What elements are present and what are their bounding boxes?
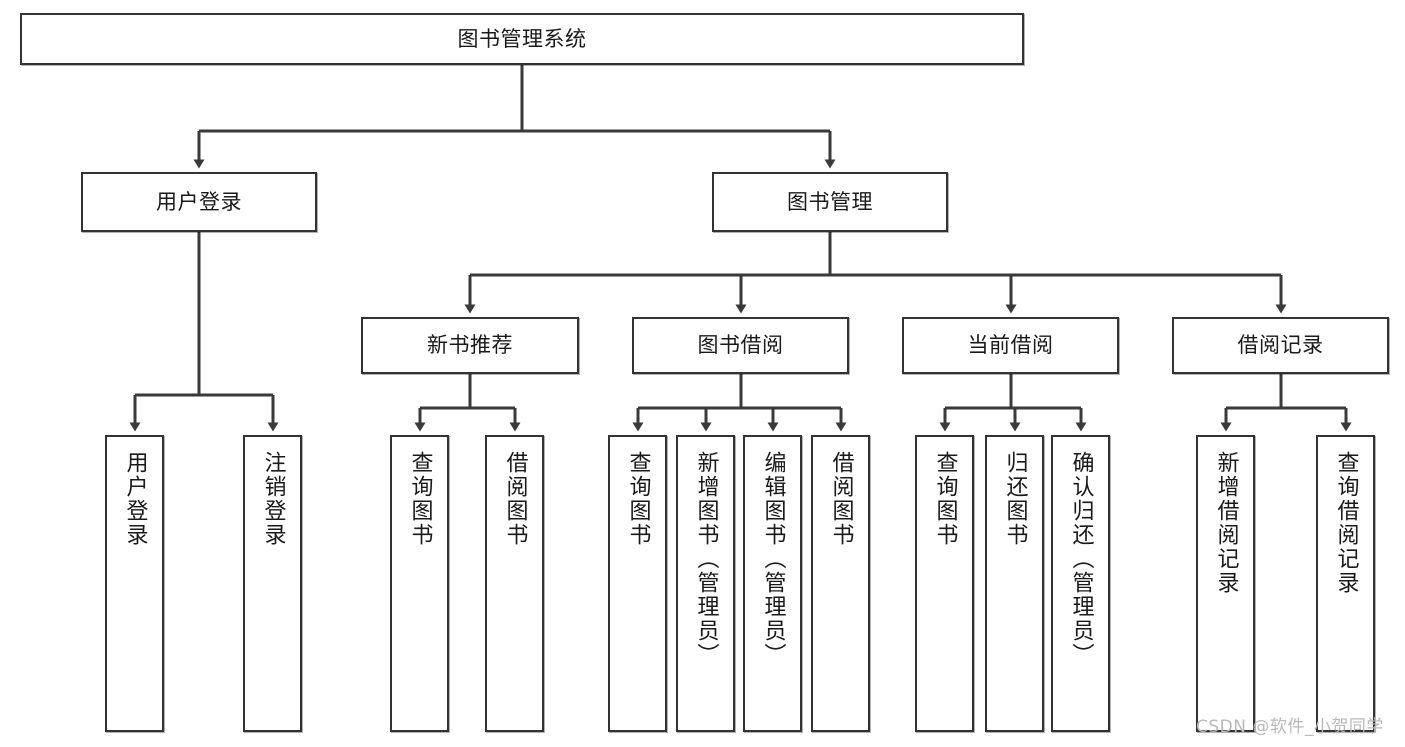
node-root[interactable]: 图书管理系统 — [20, 13, 1024, 65]
node-label-leaf-cb-query: 查询图书 — [932, 451, 958, 547]
node-user-login[interactable]: 用户登录 — [81, 172, 317, 232]
node-leaf-rec-query[interactable]: 查询图书 — [390, 435, 449, 732]
node-leaf-cb-return[interactable]: 归还图书 — [985, 435, 1044, 732]
node-borrow-record[interactable]: 借阅记录 — [1172, 317, 1389, 374]
node-label-leaf-bb-edit: 编辑图书（管理员） — [760, 451, 786, 667]
node-label-leaf-br-add: 新增借阅记录 — [1213, 451, 1239, 595]
node-label-leaf-cb-return: 归还图书 — [1002, 451, 1028, 547]
node-label-leaf-rec-query: 查询图书 — [407, 451, 433, 547]
node-leaf-bb-borrow[interactable]: 借阅图书 — [811, 435, 870, 732]
csdn-watermark: CSDN @软件_小贺同学 — [1196, 717, 1384, 737]
node-leaf-bb-edit[interactable]: 编辑图书（管理员） — [743, 435, 802, 732]
node-new-book-rec[interactable]: 新书推荐 — [361, 317, 579, 374]
node-leaf-rec-borrow[interactable]: 借阅图书 — [485, 435, 544, 732]
node-label-borrow-record: 借阅记录 — [1237, 333, 1324, 358]
node-label-leaf-bb-borrow: 借阅图书 — [828, 451, 854, 547]
node-leaf-bb-query[interactable]: 查询图书 — [608, 435, 667, 732]
node-label-book-borrow: 图书借阅 — [697, 333, 784, 358]
node-current-borrow[interactable]: 当前借阅 — [902, 317, 1119, 374]
node-label-leaf-rec-borrow: 借阅图书 — [502, 451, 528, 547]
node-leaf-user-logout[interactable]: 注销登录 — [243, 435, 302, 732]
node-label-leaf-user-login: 用户登录 — [122, 451, 148, 547]
node-label-leaf-bb-query: 查询图书 — [625, 451, 651, 547]
node-label-book-manage: 图书管理 — [787, 189, 873, 214]
node-label-user-login: 用户登录 — [156, 189, 242, 214]
node-label-leaf-bb-add: 新增图书（管理员） — [693, 451, 719, 667]
node-leaf-cb-query[interactable]: 查询图书 — [915, 435, 974, 732]
node-leaf-cb-confirm[interactable]: 确认归还（管理员） — [1051, 435, 1110, 732]
node-leaf-br-query[interactable]: 查询借阅记录 — [1316, 435, 1375, 732]
node-book-borrow[interactable]: 图书借阅 — [632, 317, 849, 374]
node-leaf-br-add[interactable]: 新增借阅记录 — [1196, 435, 1255, 732]
node-label-leaf-cb-confirm: 确认归还（管理员） — [1068, 451, 1094, 667]
node-label-leaf-br-query: 查询借阅记录 — [1333, 451, 1359, 595]
node-label-current-borrow: 当前借阅 — [967, 333, 1054, 358]
node-leaf-user-login[interactable]: 用户登录 — [105, 435, 164, 732]
node-label-leaf-user-logout: 注销登录 — [260, 451, 286, 547]
node-book-manage[interactable]: 图书管理 — [712, 172, 948, 232]
node-label-root: 图书管理系统 — [457, 26, 587, 51]
node-leaf-bb-add[interactable]: 新增图书（管理员） — [676, 435, 735, 732]
node-label-new-book-rec: 新书推荐 — [427, 333, 513, 358]
